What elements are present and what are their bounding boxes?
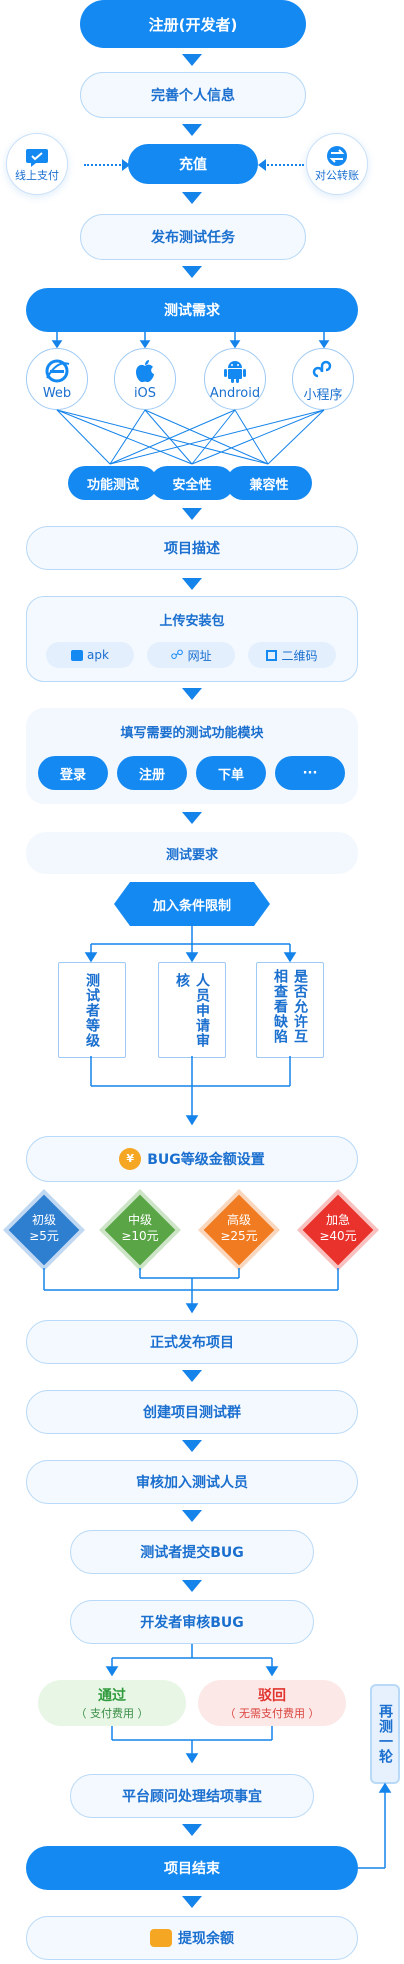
consultant-step: 平台顾问处理结项事宜 [70, 1774, 314, 1818]
loop-back [358, 1782, 392, 1869]
apple-icon [136, 359, 154, 382]
review-branch [105, 1644, 279, 1677]
dotted-left-arrow [122, 159, 130, 171]
type-security: 安全性 [150, 466, 234, 500]
conditions-banner-shape [114, 882, 270, 926]
platform-miniprogram: 小程序 [292, 348, 354, 410]
android-icon [224, 360, 246, 383]
level-merge [43, 1268, 339, 1314]
again-round-node: 再测一轮 [370, 1684, 400, 1784]
requirement-step: 测试需求 [26, 288, 358, 332]
withdraw-step: 提现余额 [26, 1916, 358, 1960]
qrcode-icon [266, 649, 278, 661]
test-req-step: 测试要求 [26, 832, 358, 874]
module-register: 注册 [117, 756, 187, 790]
dotted-right-arrow [258, 159, 266, 171]
upload-url[interactable]: ☍ 网址 [147, 642, 235, 668]
online-pay-icon [26, 149, 48, 167]
modules-title: 填写需要的测试功能模块 [120, 726, 264, 741]
platform-web: Web [26, 348, 88, 410]
coins-icon [150, 1929, 172, 1947]
level-mid: 中级≥10元 [104, 1194, 176, 1266]
publish-task-step: 发布测试任务 [80, 214, 306, 260]
arrow-10 [182, 1440, 202, 1452]
type-connectors [56, 409, 325, 465]
type-compat: 兼容性 [226, 466, 312, 500]
package-icon [71, 649, 84, 661]
register-step: 注册(开发者) [80, 0, 306, 48]
module-login: 登录 [38, 756, 108, 790]
publish-project-step: 正式发布项目 [26, 1320, 358, 1364]
arrow-8 [182, 812, 202, 824]
module-order: 下单 [196, 756, 266, 790]
arrow-9 [182, 1370, 202, 1382]
result-merge [111, 1726, 273, 1764]
miniprogram-icon [312, 360, 332, 377]
arrow-6 [182, 578, 202, 590]
arrow-13 [182, 1824, 202, 1836]
upload-apk[interactable]: apk [46, 642, 134, 668]
arrow-2 [182, 124, 202, 136]
conditions-banner: 加入条件限制 [152, 898, 231, 914]
review-testers-step: 审核加入测试人员 [26, 1460, 358, 1504]
arrow-11 [182, 1510, 202, 1522]
review-bug-step: 开发者审核BUG [70, 1600, 314, 1644]
recharge-step: 充值 [128, 144, 258, 184]
upload-panel [26, 596, 358, 682]
web-icon [45, 359, 70, 382]
upload-qrcode[interactable]: 二维码 [248, 642, 336, 668]
arrow-1 [182, 54, 202, 66]
corp-transfer-node: 对公转账 [306, 133, 368, 195]
dotted-left [84, 164, 124, 166]
arrow-4 [182, 266, 202, 278]
condition-box-2: 人员申请审核 [158, 962, 226, 1058]
condition-box-1: 测试者等级 [58, 962, 126, 1058]
arrow-12 [182, 1580, 202, 1592]
arrow-14 [182, 1896, 202, 1908]
link-icon: ☍ [170, 647, 184, 663]
project-end-step: 项目结束 [26, 1846, 358, 1890]
pass-node: 通过 （ 支付费用 ） [38, 1680, 186, 1726]
arrow-3 [182, 192, 202, 204]
project-desc-step: 项目描述 [26, 526, 358, 570]
submit-bug-step: 测试者提交BUG [70, 1530, 314, 1574]
transfer-icon [327, 146, 347, 166]
type-functional: 功能测试 [68, 466, 158, 500]
bug-setting-step: ¥ BUG等级金额设置 [26, 1136, 358, 1182]
platform-ios: iOS [114, 348, 176, 410]
arrow-5 [182, 508, 202, 520]
upload-title: 上传安装包 [159, 614, 225, 629]
platform-android: Android [204, 348, 266, 410]
level-junior: 初级≥5元 [8, 1194, 80, 1266]
create-group-step: 创建项目测试群 [26, 1390, 358, 1434]
condition-branches [84, 924, 297, 963]
module-more: ··· [275, 756, 345, 790]
condition-merge [90, 1056, 291, 1126]
dotted-right [264, 164, 304, 166]
level-senior: 高级≥25元 [203, 1194, 275, 1266]
reject-node: 驳回 （ 无需支付费用 ） [198, 1680, 346, 1726]
online-pay-node: 线上支付 [6, 133, 68, 195]
profile-step: 完善个人信息 [80, 72, 306, 118]
level-urgent: 加急≥40元 [302, 1194, 374, 1266]
condition-box-3: 是否允许互相查看缺陷 [256, 962, 324, 1058]
arrow-7 [182, 688, 202, 700]
money-bag-icon: ¥ [119, 1148, 142, 1170]
platform-connectors [51, 332, 330, 349]
